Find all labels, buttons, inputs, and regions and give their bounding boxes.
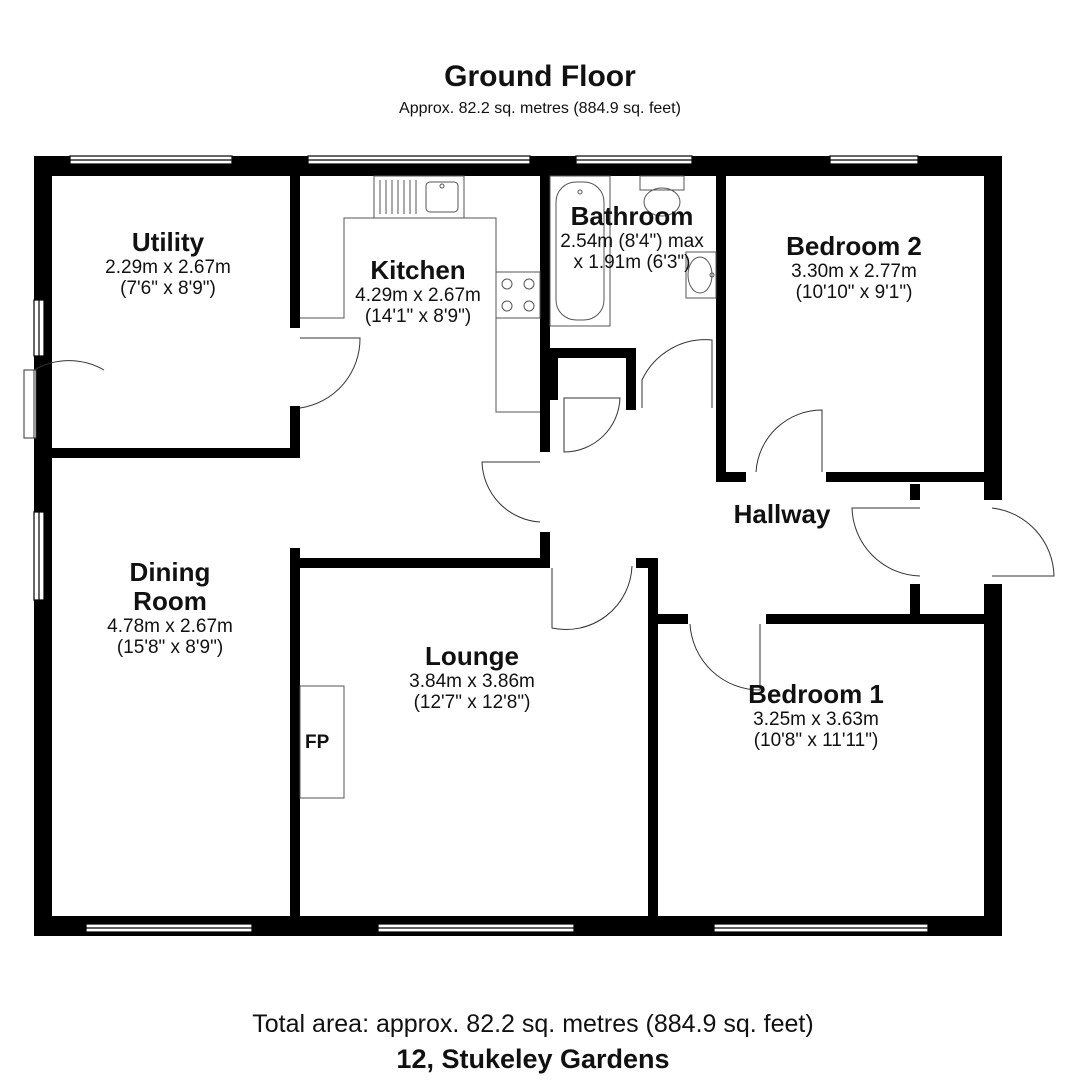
property-address: 12, Stukeley Gardens	[396, 1044, 670, 1074]
room-name: Bathroom	[570, 201, 694, 231]
kitchen-fittings	[300, 175, 541, 413]
room-name: Utility	[131, 227, 205, 257]
room-name-line2: Room	[133, 586, 207, 617]
room-dim-metric: 3.25m x 3.63m	[753, 709, 879, 731]
doors	[23, 337, 1055, 691]
room-dim-imperial: (15'8" x 8'9")	[116, 637, 224, 659]
fireplace-label: FP	[305, 732, 330, 753]
interior-walls	[34, 156, 1002, 936]
room-dim-metric: 4.78m x 2.67m	[107, 616, 233, 638]
floor-area: Approx. 82.2 sq. metres (884.9 sq. feet)	[399, 100, 681, 117]
bathroom-fittings	[549, 175, 717, 327]
room-name: Lounge	[425, 641, 519, 671]
fireplace	[299, 685, 345, 799]
room-dim-imperial: (14'1" x 8'9")	[364, 306, 472, 328]
room-kitchen: Kitchen 4.29m x 2.67m (14'1" x 8'9")	[355, 255, 481, 328]
room-dim-imperial: x 1.91m (6'3")	[573, 252, 691, 274]
room-dim-metric: 3.84m x 3.86m	[409, 671, 535, 693]
room-name: Bedroom 1	[748, 679, 884, 709]
room-dim-imperial: (12'7" x 12'8")	[413, 692, 531, 714]
room-bathroom: Bathroom 2.54m (8'4") max x 1.91m (6'3")	[560, 201, 704, 274]
room-dim-imperial: (10'8" x 11'11")	[753, 730, 879, 752]
room-dim-metric: 4.29m x 2.67m	[355, 285, 481, 307]
room-name: Hallway	[733, 499, 831, 529]
room-utility: Utility 2.29m x 2.67m (7'6" x 8'9")	[105, 227, 231, 300]
windows	[33, 155, 929, 933]
room-dining: Dining Room 4.78m x 2.67m (15'8" x 8'9")	[107, 557, 233, 659]
room-lounge: Lounge 3.84m x 3.86m (12'7" x 12'8")	[409, 641, 535, 714]
room-name-line1: Dining	[129, 557, 211, 587]
room-dim-imperial: (7'6" x 8'9")	[120, 278, 216, 300]
room-dim-metric: 2.29m x 2.67m	[105, 257, 231, 279]
room-hallway: Hallway	[733, 499, 831, 529]
outer-walls	[34, 156, 1002, 936]
room-dim-metric: 3.30m x 2.77m	[791, 261, 917, 283]
room-name: Kitchen	[370, 255, 466, 285]
floor-title: Ground Floor	[444, 60, 636, 93]
room-bedroom-1: Bedroom 1 3.25m x 3.63m (10'8" x 11'11")	[748, 679, 884, 752]
room-dim-metric: 2.54m (8'4") max	[560, 231, 704, 253]
total-area: Total area: approx. 82.2 sq. metres (884…	[252, 1010, 814, 1038]
room-bedroom-2: Bedroom 2 3.30m x 2.77m (10'10" x 9'1")	[786, 231, 922, 304]
room-dim-imperial: (10'10" x 9'1")	[795, 282, 913, 304]
room-name: Bedroom 2	[786, 231, 922, 261]
